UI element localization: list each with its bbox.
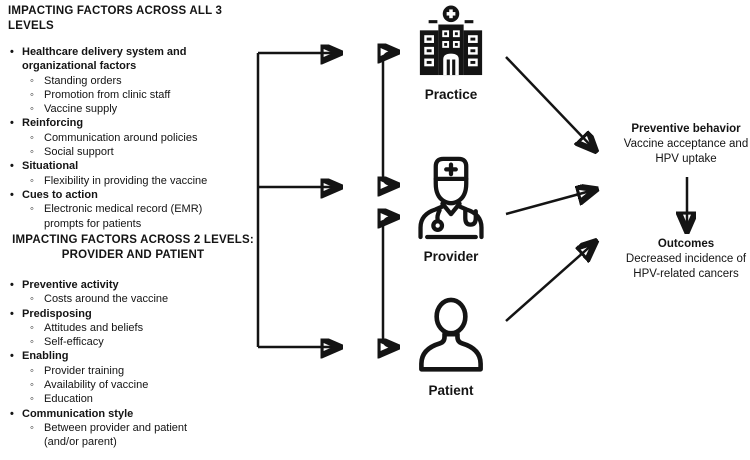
arrow-practice-to-behavior xyxy=(505,56,594,149)
outcomes-block: Outcomes Decreased incidence of HPV-rela… xyxy=(612,237,750,282)
level-practice: Practice xyxy=(403,5,499,102)
list-item: Costs around the vaccine xyxy=(8,292,221,307)
list-item: Availability of vaccine xyxy=(8,378,221,393)
list-item-text: Electronic medical record (EMR) prompts … xyxy=(44,203,203,230)
list-item: Healthcare delivery system and organizat… xyxy=(8,45,213,74)
list-item-text: Situational xyxy=(22,160,79,173)
list-item: Electronic medical record (EMR) prompts … xyxy=(8,202,221,231)
bracket-b-arrow-provider xyxy=(383,217,395,282)
level-provider: Provider xyxy=(403,153,499,264)
list-item-text: Social support xyxy=(44,146,114,159)
preventive-behavior-block: Preventive behavior Vaccine acceptance a… xyxy=(612,122,750,167)
list-item: Social support xyxy=(8,145,221,160)
list-item-text: Communication around policies xyxy=(44,131,198,144)
list-item-text: Promotion from clinic staff xyxy=(44,88,171,101)
list-item: Preventive activity xyxy=(8,278,213,293)
list-item-text: Costs around the vaccine xyxy=(44,293,169,306)
list-item-text: Predisposing xyxy=(22,307,92,320)
list-item: Between provider and patient (and/or par… xyxy=(8,421,221,450)
list-item: Cues to action xyxy=(8,188,213,203)
section2-title: IMPACTING FACTORS ACROSS 2 LEVELS: PROVI… xyxy=(8,233,258,262)
list-item: Enabling xyxy=(8,349,213,364)
doctor-icon xyxy=(418,156,484,240)
list-item-text: Provider training xyxy=(44,364,125,377)
bracket-a-arrow-practice xyxy=(383,52,395,118)
list-item-text: Availability of vaccine xyxy=(44,379,149,392)
list-item-text: Preventive activity xyxy=(22,279,119,291)
list-item: Promotion from clinic staff xyxy=(8,88,221,103)
arrow-provider-to-behavior xyxy=(505,190,594,216)
list-item: Flexibility in providing the vaccine xyxy=(8,174,221,189)
list-item: Provider training xyxy=(8,364,221,379)
list-item-text: Cues to action xyxy=(22,188,98,201)
section2-title-line1: IMPACTING FACTORS ACROSS 2 LEVELS: xyxy=(12,234,254,246)
section1-title: IMPACTING FACTORS ACROSS ALL 3 LEVELS xyxy=(8,5,223,32)
list-item-text: Attitudes and beliefs xyxy=(44,321,144,334)
list-item: Communication around policies xyxy=(8,131,221,146)
list-item-text: Reinforcing xyxy=(22,117,84,130)
list-item: Communication style xyxy=(8,407,213,422)
list-item: Self-efficacy xyxy=(8,335,221,350)
list-item-text: Vaccine supply xyxy=(44,103,118,116)
list-item: Situational xyxy=(8,159,213,174)
bracket-a-arrow-provider xyxy=(383,118,395,185)
list-item: Vaccine supply xyxy=(8,102,221,117)
list-item-text: Flexibility in providing the vaccine xyxy=(44,174,208,187)
list-item-text: Healthcare delivery system and organizat… xyxy=(22,46,187,73)
level-label-patient: Patient xyxy=(428,383,474,398)
outcomes-text: Decreased incidence of HPV-related cance… xyxy=(625,253,747,280)
list-item: Attitudes and beliefs xyxy=(8,321,221,336)
hospital-icon xyxy=(419,5,483,76)
list-item: Predisposing xyxy=(8,307,213,322)
preventive-behavior-title: Preventive behavior xyxy=(631,123,741,135)
list-item: Education xyxy=(8,392,221,407)
list-item-text: Standing orders xyxy=(44,74,122,87)
section-2-levels: IMPACTING FACTORS ACROSS 2 LEVELS: PROVI… xyxy=(8,233,258,450)
list-item-text: Enabling xyxy=(22,350,69,363)
level-label-provider: Provider xyxy=(423,249,479,264)
section2-list: Preventive activity Costs around the vac… xyxy=(8,278,258,450)
list-item-text: Communication style xyxy=(22,407,134,420)
section-all-3-levels: IMPACTING FACTORS ACROSS ALL 3 LEVELS He… xyxy=(8,4,258,231)
preventive-behavior-text: Vaccine acceptance and HPV uptake xyxy=(623,138,749,165)
list-item: Reinforcing xyxy=(8,116,213,131)
section1-list: Healthcare delivery system and organizat… xyxy=(8,45,258,231)
list-item-text: Self-efficacy xyxy=(44,336,104,349)
list-item-text: Between provider and patient (and/or par… xyxy=(44,421,188,449)
person-icon xyxy=(419,297,483,372)
list-item: Standing orders xyxy=(8,74,221,89)
outcomes-title: Outcomes xyxy=(657,238,715,250)
level-label-practice: Practice xyxy=(424,87,478,102)
section2-title-line2: PROVIDER AND PATIENT xyxy=(61,248,205,261)
level-patient: Patient xyxy=(403,297,499,398)
arrow-patient-to-behavior xyxy=(505,243,594,322)
list-item-text: Education xyxy=(44,393,93,406)
bracket-b-arrow-patient xyxy=(383,282,395,347)
